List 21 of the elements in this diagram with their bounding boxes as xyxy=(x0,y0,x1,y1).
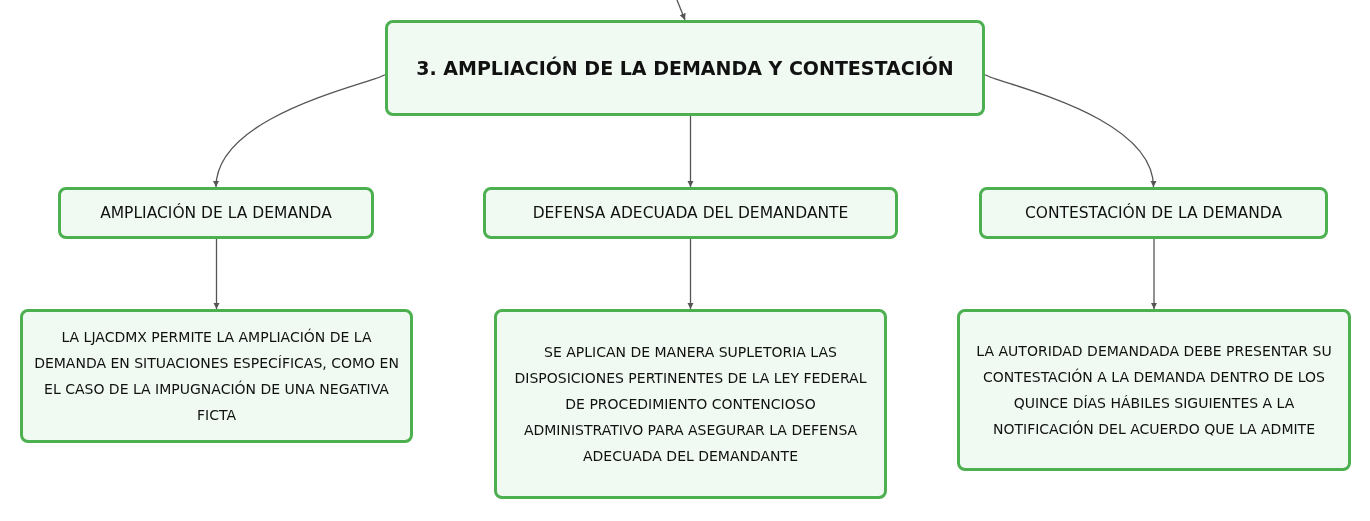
subtopic-label: DEFENSA ADECUADA DEL DEMANDANTE xyxy=(532,203,849,223)
connector-arrow xyxy=(687,238,694,310)
detail-box xyxy=(20,309,413,443)
subtopic-box xyxy=(483,187,898,239)
connector-arrow xyxy=(676,0,686,21)
subtopic-label: CONTESTACIÓN DE LA DEMANDA xyxy=(1024,203,1283,223)
connector-arrow xyxy=(687,115,694,188)
detail-text: LA AUTORIDAD DEMANDADA DEBE PRESENTAR SU CONTESTACIÓN A LA DEMANDA DENTRO DE LOS QUINCE DÍAS HÁBILES SIGUIENTES A LA NOTIFICACIÓN DEL ACUERDO QUE LA ADMITE xyxy=(975,342,1333,439)
detail-text: SE APLICAN DE MANERA SUPLETORIA LAS DISPOSICIONES PERTINENTES DE LA LEY FEDERAL DE PROCEDIMIENTO CONTENCIOSO ADMINISTRATIVO PARA ASEGURAR LA DEFENSA ADECUADA DEL DEMANDANTE xyxy=(513,343,868,466)
connector-arrow xyxy=(213,74,386,188)
connector-arrow xyxy=(213,238,220,310)
topic-box xyxy=(385,20,985,116)
topic-title: 3. AMPLIACIÓN DE LA DEMANDA Y CONTESTACIÓN xyxy=(416,56,954,80)
detail-text: LA LJACDMX PERMITE LA AMPLIACIÓN DE LA DEMANDA EN SITUACIONES ESPECÍFICAS, COMO EN EL CASO DE LA IMPUGNACIÓN DE UNA NEGATIVA FICTA xyxy=(33,327,400,425)
connector-arrow xyxy=(984,74,1156,188)
subtopic-label: AMPLIACIÓN DE LA DEMANDA xyxy=(100,203,332,223)
detail-box xyxy=(494,309,887,499)
detail-box xyxy=(957,309,1351,471)
subtopic-box xyxy=(58,187,374,239)
subtopic-box xyxy=(979,187,1328,239)
connector-arrow xyxy=(1150,238,1158,310)
